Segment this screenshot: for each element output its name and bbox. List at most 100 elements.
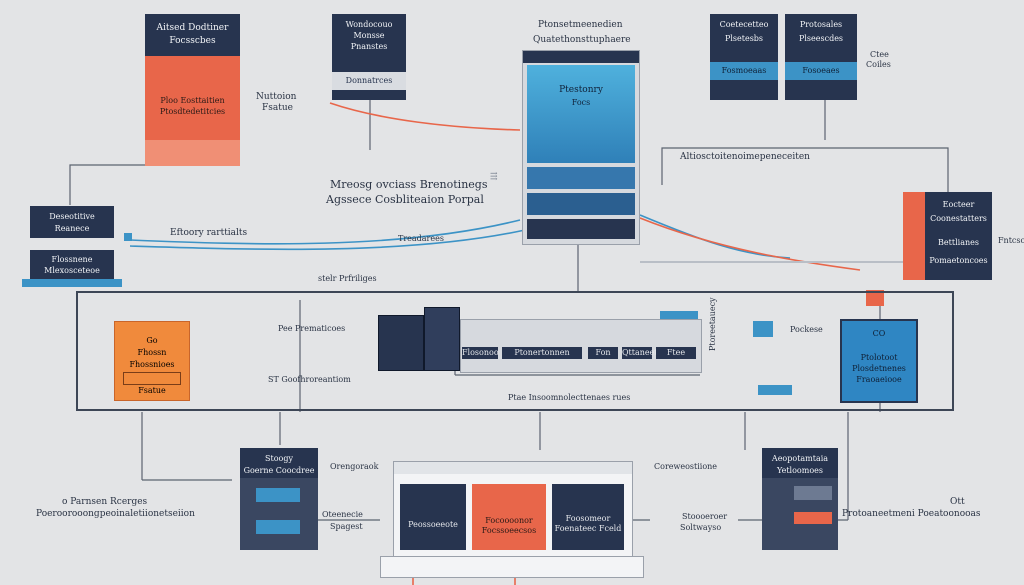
block-label: Ploo Eosttaitien: [160, 96, 225, 105]
bus-orange-card: Go Fhossn Fhossnioes Fsatue: [114, 321, 190, 401]
module-label: Ftee: [666, 348, 686, 357]
card-line: Fraoaeiooe: [856, 375, 902, 384]
card-button-bar[interactable]: Fosmoeaas: [710, 62, 778, 80]
device-icon: [758, 385, 792, 395]
bottom-right-title: Ott: [950, 497, 965, 507]
card-line: Flossnene: [51, 255, 93, 264]
bus-caption: Ptae Insoomnolecttenaes rues: [508, 393, 631, 402]
card-line: CO: [872, 329, 886, 338]
card-line: Mlexosceteoe: [44, 266, 100, 275]
card-inner-box: [123, 372, 181, 385]
connector-plug-icon: [866, 290, 884, 306]
label-mreosg-2: Agssece Cosbliteaion Porpal: [326, 193, 484, 206]
module-label: Flosonoo: [462, 348, 499, 357]
label-coiles: Coiles: [866, 60, 891, 69]
label-ctee: Ctee: [870, 50, 889, 59]
label-eftoory: Eftoory rarttialts: [170, 228, 248, 238]
card-line: Ptolotoot: [860, 353, 898, 362]
monitor-panel-3[interactable]: Foosomeor Foenateec Fceld: [552, 484, 624, 550]
module-row: [460, 319, 702, 373]
label-pee: Pee Prematicoes: [278, 324, 346, 333]
card-line: Goerne Coocdree: [243, 466, 315, 475]
card-bar-2[interactable]: [256, 520, 300, 534]
card-line: Eocteer: [942, 200, 975, 209]
label-stoooeroer-1: Stoooeroer: [682, 512, 728, 521]
card-line: Fsatue: [138, 386, 166, 395]
button-label: Donnatrces: [345, 76, 393, 85]
panel-label: Foosomeor: [565, 514, 611, 523]
label-nuttoion: Nuttoion: [256, 92, 297, 102]
card-eocteer-accent: [903, 192, 925, 280]
card-title: Aitsed Dodtiner: [156, 23, 229, 33]
module-3[interactable]: Qttaneetoes: [622, 347, 671, 359]
card-line: Plseescdes: [798, 34, 844, 43]
card-line: Protosales: [799, 20, 843, 29]
bottom-left-subtitle: Poeroorooongpeoinaletiionetseiion: [36, 509, 195, 519]
server-top: [523, 51, 639, 63]
label-stoooeroer-2: Soltwayso: [680, 523, 722, 532]
card-line: Deseotitive: [49, 212, 95, 221]
panel-label: Foenateec Fceld: [554, 524, 622, 533]
bus-blue-card: CO Ptolotoot Plosdetnenes Fraoaeiooe: [840, 319, 918, 403]
card-deseotitive-shadow: [22, 279, 122, 287]
label-coreweostiione: Coreweostiione: [654, 462, 718, 471]
server-label: Ptestonry: [559, 85, 603, 95]
label-altiosct: Altiosctoitenoimepeneceiten: [680, 152, 810, 162]
top-left-card: Aitsed Dodtiner Focsscbes: [145, 14, 240, 56]
panel-label: Peossoeeote: [408, 520, 458, 529]
button-label: Fosmoeaas: [721, 66, 767, 75]
label-mreosg-1: Mreosg ovciass Brenotinegs: [330, 178, 488, 191]
card-line: Plsetesbs: [724, 34, 764, 43]
card-line: Coonestatters: [930, 214, 987, 223]
button-label: Fosoeaes: [802, 66, 840, 75]
center-heading-2: Quatethonsttuphaere: [533, 35, 631, 45]
house-icon: [753, 321, 773, 337]
bottom-right-subtitle: Protoaneetmeni Poeatoonooas: [842, 509, 981, 519]
card-line: Monsse: [353, 31, 385, 40]
block-sublabel: Ptosdtedetitcies: [159, 107, 226, 116]
server-tower: Ptestonry Focs: [522, 50, 640, 245]
label-st: ST Goofhroreantiom: [268, 375, 351, 384]
server-band-1: [527, 167, 635, 189]
card-line: Wondocouo: [345, 20, 393, 29]
module-0[interactable]: Flosonoo: [462, 347, 499, 359]
card-bar-2[interactable]: [794, 512, 832, 524]
card-subtitle: Focsscbes: [169, 36, 216, 46]
card-line: Fhossnioes: [129, 360, 175, 369]
card-line: Yetloomoes: [777, 466, 823, 475]
card-line: Bettlianes: [938, 238, 979, 247]
card-coetecetteo: Coetecetteo Plsetesbs Fosmoeaas: [710, 14, 778, 100]
monitor-top-bar: [394, 462, 632, 474]
module-1[interactable]: Ptonertonnen: [502, 347, 582, 359]
card-protosales: Protosales Plseescdes Fosoeaes: [785, 14, 857, 100]
monitor-panel-1[interactable]: Peossoeeote: [400, 484, 466, 550]
card-button-bar[interactable]: Donnatrces: [332, 72, 406, 90]
card-line: Aeopotamtaia: [771, 454, 829, 463]
card-line: Coetecetteo: [719, 20, 769, 29]
connector-dot: [124, 233, 132, 241]
card-eocteer: Eocteer Coonestatters Bettlianes Pomaeto…: [925, 192, 992, 280]
card-button-bar[interactable]: Fosoeaes: [785, 62, 857, 80]
server-band-3: [527, 219, 635, 239]
card-line: Reanece: [54, 224, 90, 233]
label-oteenecie-2: Spagest: [330, 522, 363, 531]
module-2[interactable]: Fon: [588, 347, 618, 359]
server-sublabel: Focs: [571, 98, 591, 107]
card-line: Stoogy: [265, 454, 293, 463]
card-bar-1[interactable]: [794, 486, 832, 500]
center-heading-1: Ptonsetmeenedien: [538, 20, 623, 30]
card-deseotitive: Deseotitive Reanece Flossnene Mlexoscete…: [30, 206, 114, 284]
card-line: Go: [146, 336, 158, 345]
card-divider: [30, 238, 114, 250]
monitor: Peossoeeote Focoooonor Focssoeecsos Foos…: [393, 461, 633, 558]
label-right-edge: Fntcsco: [998, 236, 1024, 245]
card-line: Pomaetoncoes: [929, 256, 988, 265]
monitor-panel-2[interactable]: Focoooonor Focssoeecsos: [472, 484, 546, 550]
bottom-left-title: o Parnsen Rcerges: [62, 497, 148, 507]
module-4[interactable]: Ftee: [656, 347, 696, 359]
card-wondocouo: Wondocouo Monsse Pnanstes Donnatrces: [332, 14, 406, 100]
card-bar-1[interactable]: [256, 488, 300, 502]
bus-container: Go Fhossn Fhossnioes Fsatue Pee Prematic…: [76, 291, 954, 411]
bottom-card-1: Stoogy Goerne Coocdree: [240, 448, 318, 550]
